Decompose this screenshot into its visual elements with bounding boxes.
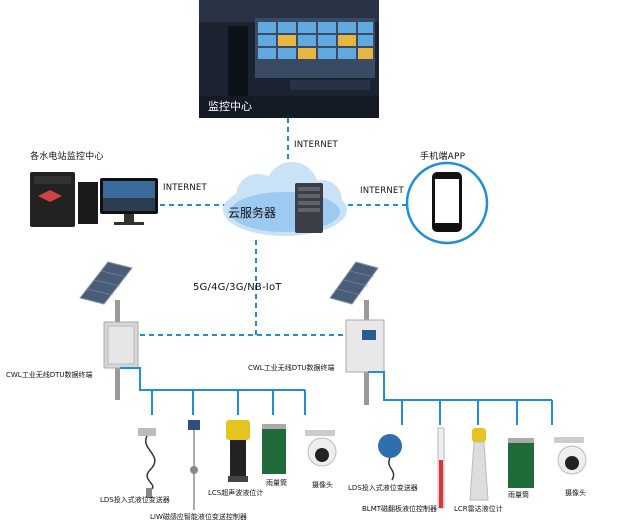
rain-gauge-left <box>262 424 286 474</box>
link-right-label: INTERNET <box>360 186 404 196</box>
camera-left <box>305 430 337 467</box>
rain-gauge-right <box>508 438 534 488</box>
mobile-app-label: 手机端APP <box>420 152 466 162</box>
blmt-magnetic-flap-controller <box>437 427 445 509</box>
monitor-center-label: 监控中心 <box>208 100 252 113</box>
dtu-right-label: CWL工业无线DTU数据终端 <box>248 364 335 372</box>
device-camera-left-label: 摄像头 <box>312 481 333 489</box>
device-camera-right-label: 摄像头 <box>565 489 586 497</box>
lds-level-transmitter-right <box>378 434 402 481</box>
link-top-label: INTERNET <box>294 140 338 150</box>
monitor-center-image <box>199 0 379 118</box>
sensor-bus-lines <box>120 367 553 425</box>
device-rain-right-label: 雨量筒 <box>508 491 529 499</box>
cloud-server-icon <box>223 162 347 236</box>
desktop-computers-image <box>30 172 158 227</box>
device-blmt-label: BLMT磁翻板液位控制器 <box>362 505 438 513</box>
smartphone-icon <box>405 161 489 245</box>
network-label: 5G/4G/3G/NB-IoT <box>193 282 282 293</box>
left-site-station <box>79 261 139 400</box>
camera-right <box>554 437 587 475</box>
device-lds-right-label: LDS投入式液位变送器 <box>348 484 418 492</box>
right-site-station <box>329 261 385 405</box>
device-rain-left-label: 雨量筒 <box>266 479 287 487</box>
lcs-ultrasonic-level-meter <box>226 420 250 482</box>
device-lcr-label: LCR雷达液位计 <box>454 505 503 513</box>
device-liw-label: LIW磁感应智能液位变送控制器 <box>150 513 247 521</box>
lds-level-transmitter-left <box>138 428 156 498</box>
cloud-server-label: 云服务器 <box>228 206 277 220</box>
lcr-radar-level-meter <box>469 428 489 501</box>
hydro-centers-label: 各水电站监控中心 <box>30 152 104 162</box>
device-lcs-label: LCS超声波液位计 <box>208 489 264 497</box>
device-lds-left-label: LDS投入式液位变送器 <box>100 496 170 504</box>
network-links <box>140 118 410 336</box>
liw-magnetic-controller <box>188 420 200 510</box>
link-left-label: INTERNET <box>163 183 207 193</box>
dtu-left-label: CWL工业无线DTU数据终端 <box>6 371 93 379</box>
